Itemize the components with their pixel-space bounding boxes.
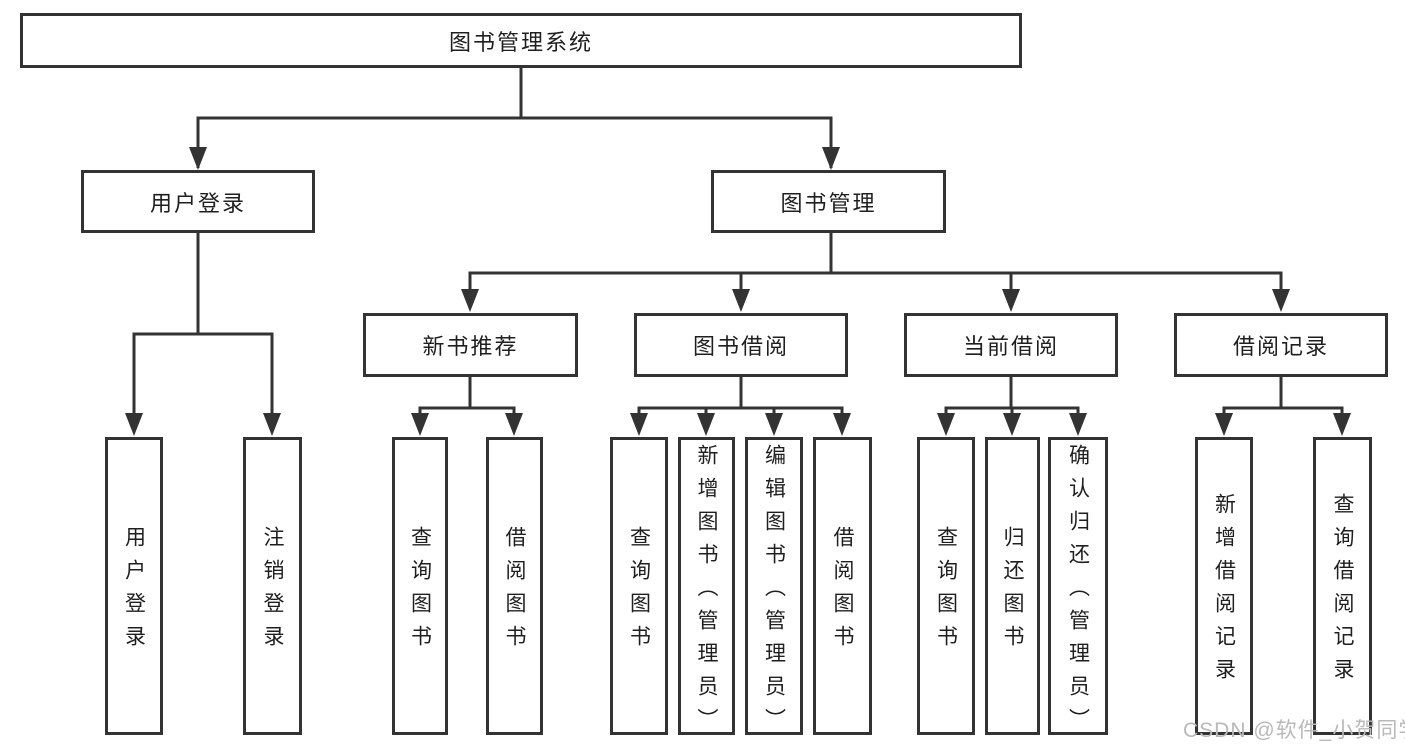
arrow-leaf (505, 413, 523, 436)
node-user-login: 用户登录 (81, 170, 315, 233)
csdn-watermark: CSDN @软件_小贺同学 (1183, 719, 1405, 742)
arrow-to-borrow-records (1272, 289, 1290, 312)
leaf-confirm-return-admin: 确认归还（管理员） (1048, 437, 1108, 741)
arrow-leaf (263, 413, 281, 436)
leaf-label: 新增借阅记录 (1212, 493, 1236, 691)
arrow-to-user-login (189, 147, 207, 170)
connector-borrow-records-rail (1222, 377, 1344, 431)
leaf-return-books: 归还图书 (985, 437, 1040, 735)
leaf-user-login: 用户登录 (105, 437, 163, 735)
leaf-add-books-admin: 新增图书（管理员） (678, 437, 735, 741)
leaf-label: 查询图书 (408, 526, 432, 658)
arrow-to-book-borrow (732, 289, 750, 312)
arrowheads (125, 147, 1351, 436)
leaf-borrow-books: 借阅图书 (486, 437, 543, 735)
connector-new-book-rail (418, 377, 516, 431)
leaf-label: 归还图书 (1001, 526, 1024, 658)
leaf-label: 查询图书 (934, 526, 958, 658)
arrow-leaf (937, 413, 955, 436)
leaf-label: 新增图书（管理员） (695, 443, 718, 741)
leaf-query-books: 查询图书 (917, 437, 975, 735)
leaf-label: 确认归还（管理员） (1066, 443, 1090, 741)
leaf-query-books: 查询图书 (392, 437, 448, 735)
node-book-borrow: 图书借阅 (634, 313, 848, 377)
node-book-management: 图书管理 (711, 170, 946, 233)
arrow-leaf (1069, 413, 1087, 436)
arrow-leaf (1003, 413, 1021, 436)
arrow-leaf (1215, 413, 1233, 436)
leaf-label: 借阅图书 (503, 526, 526, 658)
connector-level3-rail (468, 271, 1283, 308)
leaf-label: 用户登录 (122, 526, 146, 658)
arrow-leaf (411, 413, 429, 436)
leaf-edit-books-admin: 编辑图书（管理员） (745, 437, 803, 741)
arrow-leaf (833, 413, 851, 436)
arrow-to-current-borrow (1002, 289, 1020, 312)
arrow-leaf (630, 413, 648, 436)
leaf-label: 借阅图书 (831, 526, 854, 658)
leaf-label: 查询借阅记录 (1331, 493, 1354, 691)
arrow-leaf (697, 413, 715, 436)
connector-book-borrow-rail (637, 377, 844, 431)
connector-user-login-rail (132, 332, 274, 431)
arrow-leaf (1333, 413, 1351, 436)
leaf-query-books: 查询图书 (610, 437, 668, 735)
node-library-system: 图书管理系统 (20, 13, 1022, 68)
leaf-logout: 注销登录 (243, 437, 302, 735)
leaf-query-borrow-record: 查询借阅记录 (1313, 437, 1372, 735)
node-borrow-records: 借阅记录 (1174, 313, 1388, 377)
leaf-label: 查询图书 (627, 526, 651, 658)
arrow-to-book-mgmt (822, 147, 840, 170)
leaf-label: 注销登录 (261, 526, 284, 658)
arrow-leaf (765, 413, 783, 436)
node-new-book-recommend: 新书推荐 (363, 313, 578, 377)
arrow-to-new-book (461, 289, 479, 312)
leaf-add-borrow-record: 新增借阅记录 (1195, 437, 1253, 735)
leaf-label: 编辑图书（管理员） (762, 443, 786, 741)
connector-level2-rail (196, 116, 833, 168)
node-current-borrow: 当前借阅 (904, 313, 1118, 377)
leaf-borrow-books: 借阅图书 (813, 437, 872, 735)
arrow-leaf (125, 413, 143, 436)
